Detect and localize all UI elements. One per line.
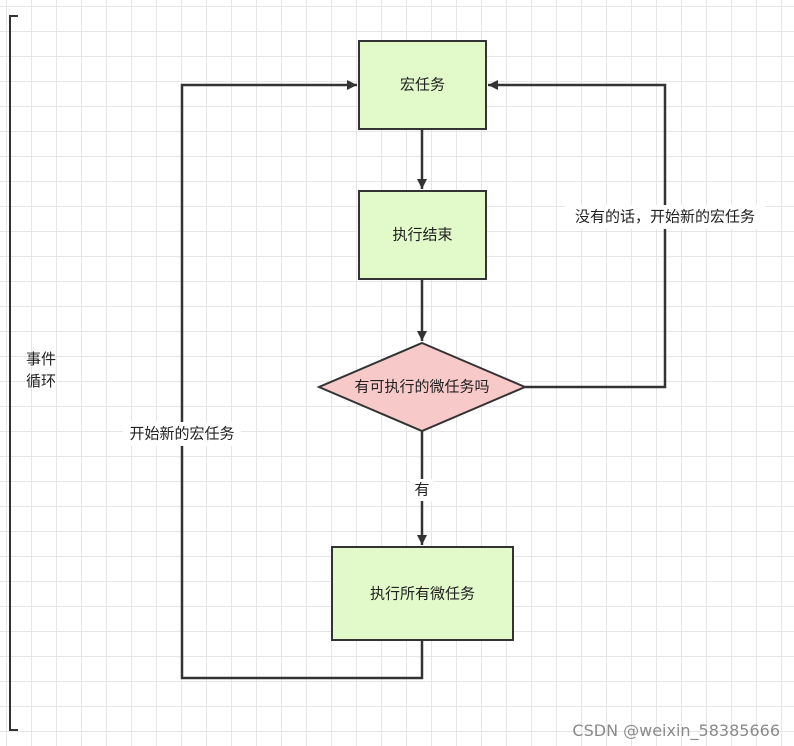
node-execution-end-label: 执行结束 xyxy=(392,226,452,244)
edge-run-micro-to-macro xyxy=(180,80,424,680)
node-macro-task: 宏任务 xyxy=(358,40,487,130)
node-micro-check-decision: 有可执行的微任务吗 xyxy=(316,341,528,433)
event-loop-bracket xyxy=(9,15,18,731)
node-micro-check-label: 有可执行的微任务吗 xyxy=(354,378,489,396)
edge-loop-back-label: 开始新的宏任务 xyxy=(129,425,234,443)
loop-back-label-bg xyxy=(123,422,241,446)
edge-decision-to-macro-no xyxy=(488,80,667,389)
node-execution-end: 执行结束 xyxy=(358,190,487,280)
node-macro-task-label: 宏任务 xyxy=(400,76,445,94)
csdn-watermark: CSDN @weixin_58385666 xyxy=(572,721,780,740)
event-loop-label: 事件循环 xyxy=(26,350,57,390)
node-run-micro: 执行所有微任务 xyxy=(331,546,514,641)
yes-label-bg xyxy=(410,479,434,501)
edge-yes-label: 有 xyxy=(414,481,429,499)
no-label-bg xyxy=(565,205,765,229)
node-run-micro-label: 执行所有微任务 xyxy=(370,585,475,603)
edge-no-label: 没有的话，开始新的宏任务 xyxy=(575,208,755,226)
